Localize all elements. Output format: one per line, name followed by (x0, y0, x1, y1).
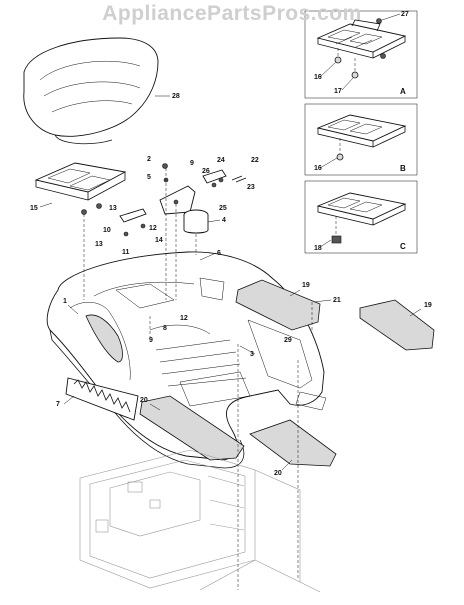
callout-7: 7 (56, 401, 60, 408)
callout-26: 26 (202, 168, 210, 175)
callout-12b: 12 (180, 315, 188, 322)
callout-4: 4 (222, 217, 226, 224)
inset-panel-a (304, 10, 418, 99)
seat (23, 37, 159, 145)
callout-19a: 19 (302, 282, 310, 289)
callout-28: 28 (172, 93, 180, 100)
callout-labels: 1 2 3 4 5 6 7 8 9 9 10 11 12 12 13 13 14… (30, 11, 432, 477)
callout-3: 3 (250, 351, 254, 358)
knob-icon (351, 71, 359, 79)
knob-icon (336, 153, 344, 161)
callout-9b: 9 (190, 160, 194, 167)
callout-6: 6 (217, 250, 221, 257)
adjuster-icon (331, 235, 342, 244)
callout-14: 14 (155, 237, 163, 244)
inset-label-b: B (400, 164, 406, 173)
footrest-mat-19-loose (359, 299, 435, 351)
nut-icon (81, 209, 87, 215)
callout-1: 1 (63, 298, 67, 305)
height-plate (65, 377, 139, 421)
callout-16a: 16 (314, 74, 322, 81)
callout-15: 15 (30, 205, 38, 212)
callout-19b: 19 (424, 302, 432, 309)
watermark: AppliancePartsPros.com (102, 2, 362, 25)
callout-25: 25 (219, 205, 227, 212)
assembly-lines (83, 168, 313, 590)
callout-29: 29 (284, 337, 292, 344)
knob-icon (334, 56, 342, 64)
callout-21: 21 (333, 297, 341, 304)
callout-8: 8 (163, 325, 167, 332)
bolt-icon (380, 53, 386, 59)
inset-label-a: A (400, 87, 406, 96)
callout-16b: 16 (314, 165, 322, 172)
callout-10: 10 (103, 227, 111, 234)
seat-pan (34, 162, 127, 215)
inset-panel-c (304, 180, 418, 254)
footrest-mat-20-loose (249, 419, 337, 467)
callout-13b: 13 (95, 241, 103, 248)
tractor-frame (79, 449, 321, 593)
callout-13a: 13 (109, 205, 117, 212)
callout-12a: 12 (149, 225, 157, 232)
inset-panel-b (304, 103, 418, 176)
callout-17: 17 (334, 88, 342, 95)
callout-22: 22 (251, 157, 259, 164)
callout-11: 11 (122, 249, 130, 256)
footrest-mat-20-installed (139, 395, 245, 461)
callout-9a: 9 (149, 337, 153, 344)
callout-23: 23 (247, 184, 255, 191)
nut-icon (96, 203, 102, 209)
inset-label-c: C (400, 242, 406, 251)
callout-5: 5 (147, 174, 151, 181)
callout-18: 18 (314, 245, 322, 252)
callout-27: 27 (401, 11, 409, 18)
callout-20a: 20 (140, 397, 148, 404)
footrest-mat-19-installed (235, 279, 321, 331)
callout-24: 24 (217, 157, 225, 164)
callout-20b: 20 (274, 470, 282, 477)
bolt-icon (376, 18, 382, 24)
hardware-cluster (119, 163, 247, 237)
callout-2: 2 (147, 156, 151, 163)
leader-lines (39, 13, 422, 471)
